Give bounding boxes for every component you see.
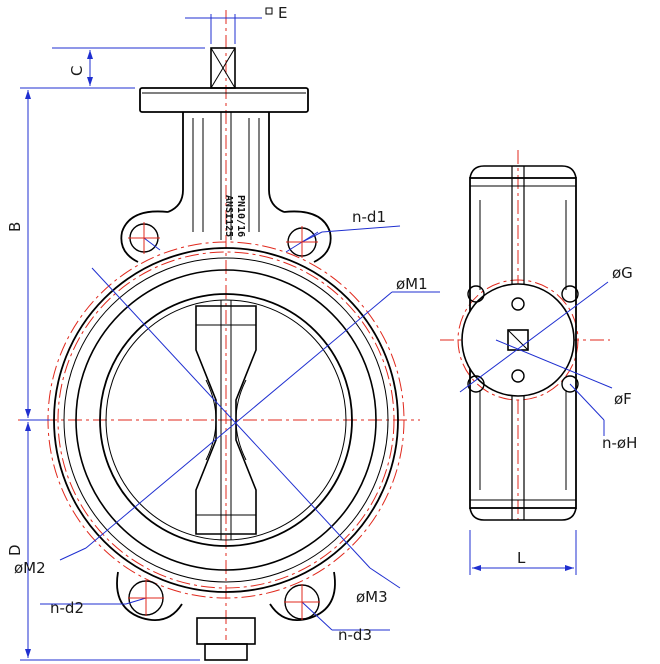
front-centerlines (18, 10, 420, 640)
e-symbol (265, 7, 273, 15)
label-nd3: n-d3 (338, 626, 372, 644)
side-view (440, 150, 613, 575)
upper-left-lug (120, 210, 169, 263)
label-f: øF (614, 390, 632, 408)
label-e: E (278, 4, 287, 22)
disc (195, 300, 257, 540)
label-nd2: n-d2 (50, 599, 84, 617)
label-nh: n-øH (602, 434, 637, 452)
label-c: C (68, 66, 86, 76)
front-view: PN10/16 ANSI125 (18, 10, 440, 661)
valve-body (53, 247, 399, 593)
label-l: L (517, 549, 526, 567)
cast-mark-pn: PN10/16 (235, 195, 246, 237)
bolt-crosses (128, 222, 320, 620)
cast-mark-ansi: ANSI125 (223, 195, 234, 237)
bottom-boss (196, 617, 256, 661)
top-flange (139, 47, 309, 113)
diameter-leaders (40, 225, 440, 631)
label-m3: øM3 (356, 588, 388, 606)
label-m1: øM1 (396, 275, 428, 293)
label-d: D (6, 544, 24, 556)
label-g: øG (612, 264, 633, 282)
label-b: B (6, 222, 24, 232)
label-nd1: n-d1 (352, 208, 386, 226)
neck (167, 112, 285, 240)
label-m2: øM2 (14, 559, 46, 577)
dimension-lines (20, 14, 262, 661)
